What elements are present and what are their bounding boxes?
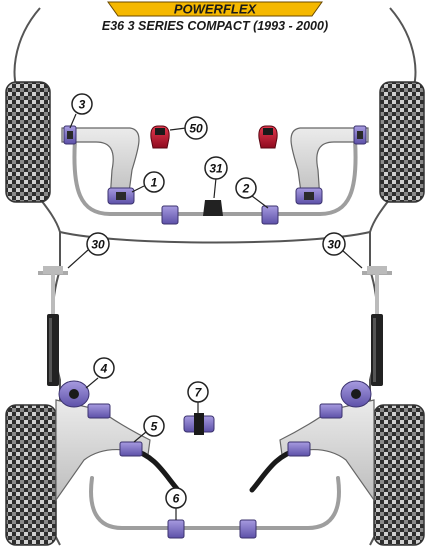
rear-arb-bush-right (239, 519, 257, 539)
callout-2: 2 (235, 177, 257, 199)
svg-text:6: 6 (173, 492, 180, 506)
svg-text:30: 30 (327, 238, 341, 252)
brand-logo: POWERFLEX (107, 1, 323, 17)
svg-text:7: 7 (195, 386, 203, 400)
svg-text:30: 30 (91, 238, 105, 252)
rear-left-tyre (5, 404, 57, 546)
front-arb-bush-right (261, 205, 279, 225)
svg-text:3: 3 (79, 98, 86, 112)
front-right-rear-bush (295, 187, 323, 205)
steering-rack-mount (203, 200, 223, 216)
front-right-tyre (379, 81, 425, 203)
rear-right-shock (362, 266, 392, 386)
rear-anti-roll-bar (89, 476, 341, 530)
rear-arb-bush-left (167, 519, 185, 539)
engine-mount-right (258, 125, 278, 149)
callout-3: 3 (71, 93, 93, 115)
callout-6: 6 (165, 487, 187, 509)
brand-logo-text: POWERFLEX (174, 2, 258, 17)
callout-30-right: 30 (322, 232, 346, 256)
callout-4: 4 (93, 357, 115, 379)
front-left-tyre (5, 81, 51, 203)
svg-text:5: 5 (151, 420, 158, 434)
callout-5: 5 (143, 415, 165, 437)
svg-text:31: 31 (209, 162, 223, 176)
rear-right-upper-bush (319, 403, 343, 419)
svg-text:50: 50 (189, 122, 203, 136)
callout-30-left: 30 (86, 232, 110, 256)
callout-50: 50 (184, 116, 208, 140)
rear-left-trailing-arm-bush (58, 380, 90, 408)
rear-left-upper-bush (87, 403, 111, 419)
callout-1: 1 (143, 171, 165, 193)
callout-7: 7 (187, 381, 209, 403)
rear-left-shock (38, 266, 68, 386)
rear-right-lower-bush (287, 441, 311, 457)
svg-text:1: 1 (151, 176, 158, 190)
engine-mount-left (150, 125, 170, 149)
svg-text:2: 2 (242, 182, 250, 196)
callout-leaders (67, 113, 363, 520)
front-right-wishbone-outer-bush (353, 125, 367, 145)
front-arb-bush-left (161, 205, 179, 225)
callout-31: 31 (204, 156, 228, 180)
front-left-rear-bush (107, 187, 135, 205)
rear-right-tyre (373, 404, 425, 546)
brand-logo-banner (107, 1, 323, 17)
page-title: E36 3 SERIES COMPACT (1993 - 2000) (102, 19, 328, 33)
rear-left-lower-bush (119, 441, 143, 457)
svg-text:4: 4 (100, 362, 108, 376)
rear-right-trailing-arm-bush (340, 380, 372, 408)
front-left-wishbone-outer-bush (63, 125, 77, 145)
rear-subframe-bush (183, 413, 215, 435)
